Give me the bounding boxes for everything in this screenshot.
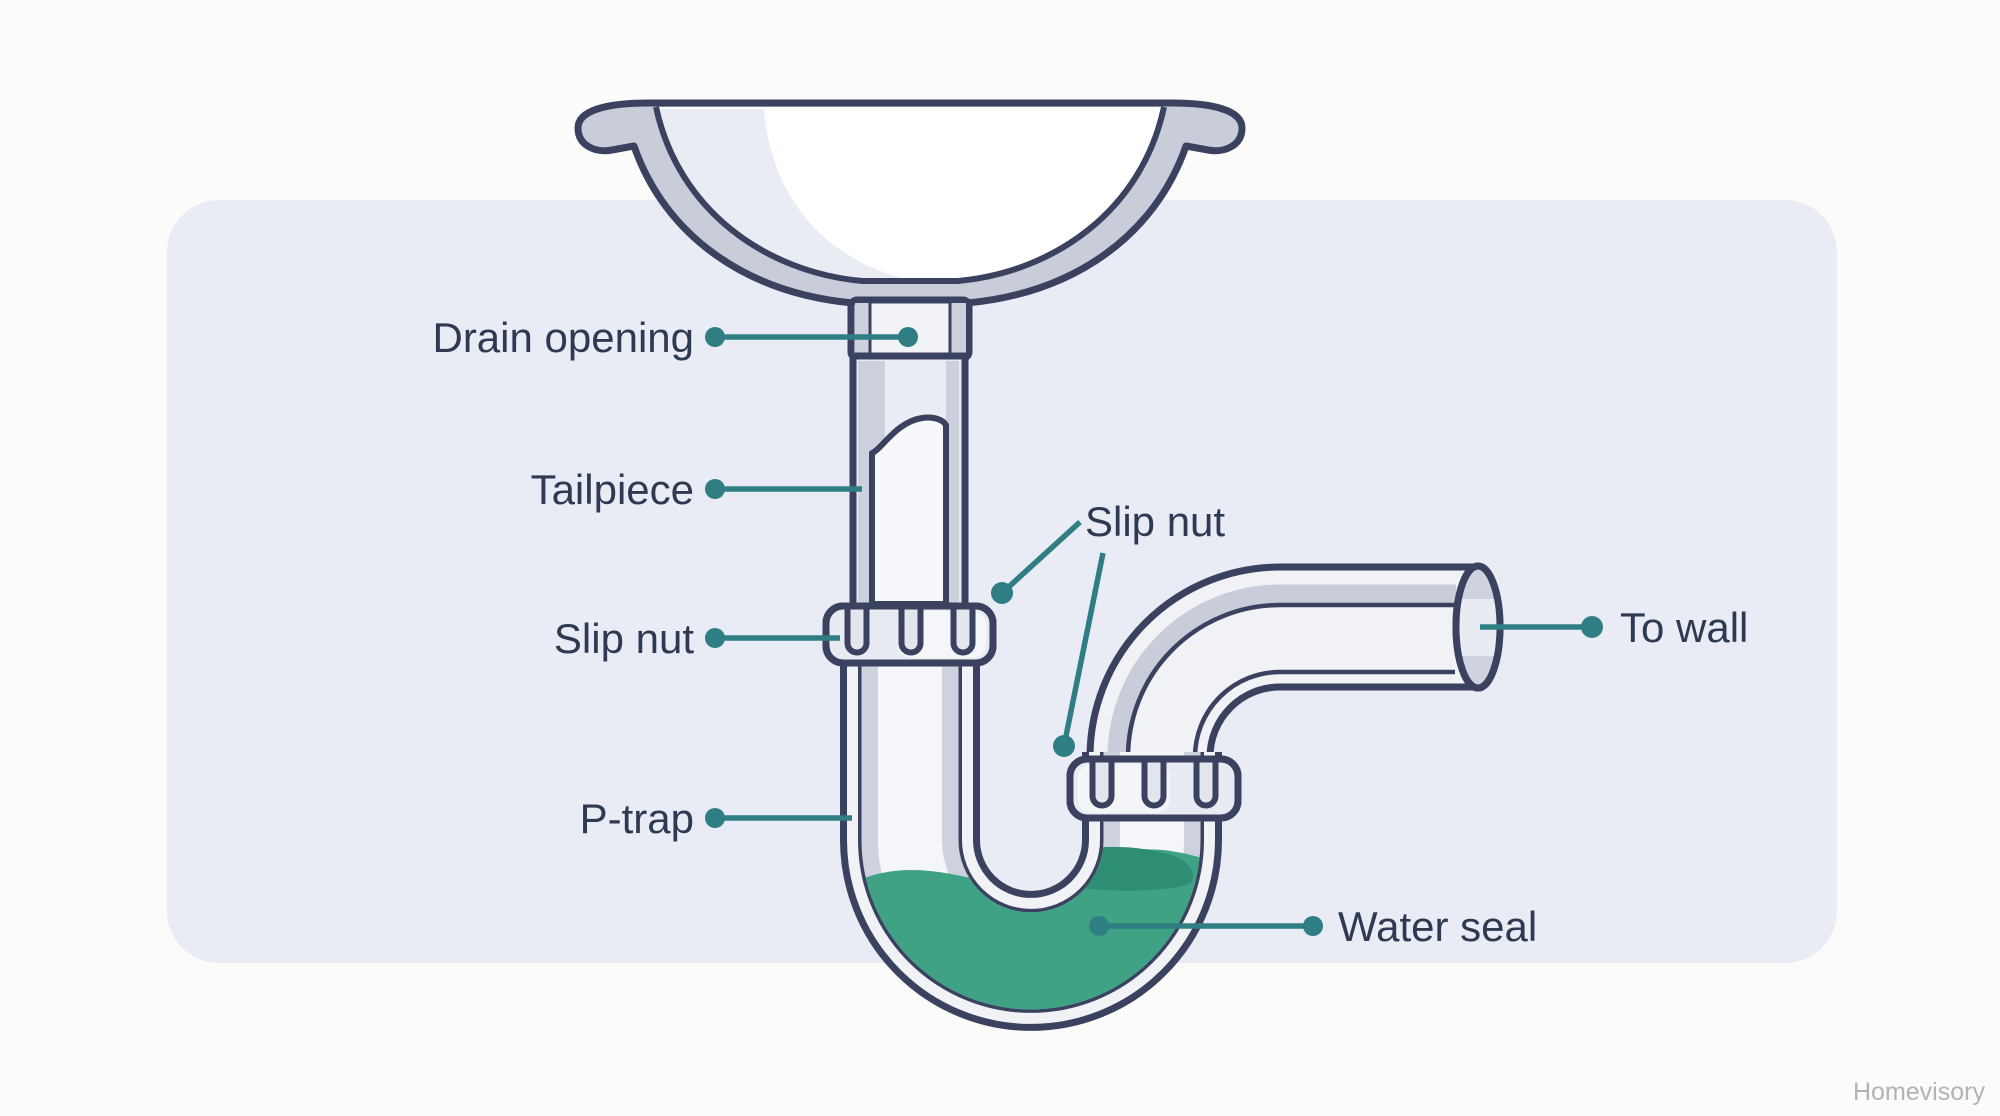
- wall-pipe: [1086, 562, 1504, 790]
- watermark: Homevisory: [1853, 1078, 1985, 1106]
- leader-drain-opening: [705, 327, 918, 347]
- leader-water-seal: [1089, 916, 1323, 936]
- wall-pipe-shade-band: [1107, 584, 1456, 790]
- water: [846, 846, 1230, 1040]
- wall-pipe-inner-line-bottom: [1192, 669, 1455, 778]
- leader-slip-nut-right-b: [1053, 552, 1106, 757]
- label-to-wall: To wall: [1620, 604, 1748, 651]
- label-p-trap: P-trap: [580, 795, 694, 842]
- leader-to-wall: [1480, 616, 1603, 638]
- leader-slip-nut-left: [705, 628, 840, 648]
- label-slip-nut-right: Slip nut: [1085, 498, 1225, 545]
- label-water-seal: Water seal: [1338, 903, 1537, 950]
- wall-pipe-fill: [1093, 570, 1478, 790]
- label-slip-nut-left: Slip nut: [554, 615, 694, 662]
- water-dark-patch: [1022, 846, 1194, 891]
- water-body: [846, 849, 1230, 1040]
- leader-p-trap: [705, 808, 852, 828]
- leader-tailpiece: [705, 479, 862, 499]
- tailpiece-highlight-window: [869, 414, 949, 607]
- sink-bowl-inner-line: [653, 106, 1167, 284]
- sink-bowl-highlight: [658, 109, 910, 281]
- label-drain-opening: Drain opening: [432, 314, 694, 361]
- slip-nut-upper: [822, 602, 997, 667]
- tailpiece-pipe: [849, 352, 969, 612]
- leader-slip-nut-right-a: [991, 519, 1082, 604]
- label-tailpiece: Tailpiece: [531, 466, 694, 513]
- background-panel: [167, 200, 1837, 963]
- wall-pipe-inner-line-top: [1125, 602, 1455, 790]
- slip-nut-lower: [1066, 755, 1242, 822]
